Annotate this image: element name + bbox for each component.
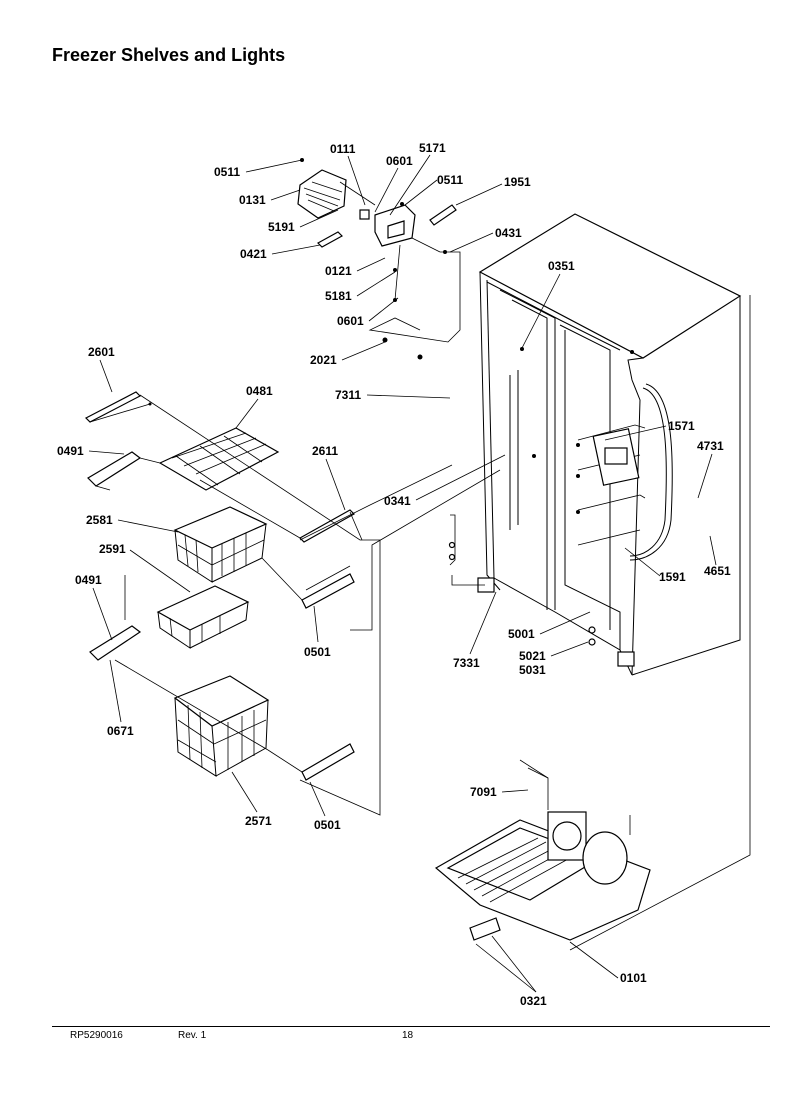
label-5021: 5021 xyxy=(519,649,546,663)
revision-label: Rev. 1 xyxy=(178,1030,207,1041)
label-0511: 0511 xyxy=(437,173,463,187)
label-1591: 1591 xyxy=(659,570,686,584)
shelves-and-baskets-drawing xyxy=(84,391,501,816)
label-2021: 2021 xyxy=(310,353,337,367)
label-2611: 2611 xyxy=(312,444,338,458)
label-0321: 0321 xyxy=(520,994,547,1008)
page-title: Freezer Shelves and Lights xyxy=(52,45,286,65)
label-2571: 2571 xyxy=(245,814,272,828)
label-1571: 1571 xyxy=(668,419,695,433)
label-0111: 0111 xyxy=(330,142,356,156)
label-0131: 0131 xyxy=(239,193,266,207)
leader-lines xyxy=(88,154,717,993)
label-0101: 0101 xyxy=(620,971,647,985)
label-4731: 4731 xyxy=(697,439,724,453)
label-7091: 7091 xyxy=(470,785,497,799)
label-5031: 5031 xyxy=(519,663,546,677)
label-0491: 0491 xyxy=(75,573,102,587)
label-2591: 2591 xyxy=(99,542,126,556)
document-number: RP5290016 xyxy=(70,1030,123,1041)
label-7311: 7311 xyxy=(335,388,361,402)
label-0431: 0431 xyxy=(495,226,522,240)
label-5181: 5181 xyxy=(325,289,352,303)
label-2601: 2601 xyxy=(88,345,115,359)
label-5191: 5191 xyxy=(268,220,295,234)
footer-rule xyxy=(52,1026,770,1027)
page-number: 18 xyxy=(402,1030,414,1041)
label-0601: 0601 xyxy=(337,314,364,328)
label-0601: 0601 xyxy=(386,154,413,168)
label-0511: 0511 xyxy=(214,165,240,179)
label-4651: 4651 xyxy=(704,564,731,578)
label-0501: 0501 xyxy=(304,645,331,659)
label-0341: 0341 xyxy=(384,494,411,508)
label-0351: 0351 xyxy=(548,259,575,273)
label-0491: 0491 xyxy=(57,444,84,458)
label-2581: 2581 xyxy=(86,513,113,527)
label-1951: 1951 xyxy=(504,175,531,189)
label-5001: 5001 xyxy=(508,627,535,641)
compressor-drawing xyxy=(434,295,751,951)
label-0671: 0671 xyxy=(107,724,134,738)
label-0121: 0121 xyxy=(325,264,352,278)
cabinet-drawing xyxy=(448,213,742,676)
part-labels: 0511 0111 0601 5171 0511 1951 0131 5191 … xyxy=(57,141,731,1008)
light-assembly-drawing xyxy=(297,158,461,360)
label-7331: 7331 xyxy=(453,656,480,670)
label-0481: 0481 xyxy=(246,384,273,398)
label-0501: 0501 xyxy=(314,818,341,832)
label-0421: 0421 xyxy=(240,247,267,261)
label-5171: 5171 xyxy=(419,141,446,155)
